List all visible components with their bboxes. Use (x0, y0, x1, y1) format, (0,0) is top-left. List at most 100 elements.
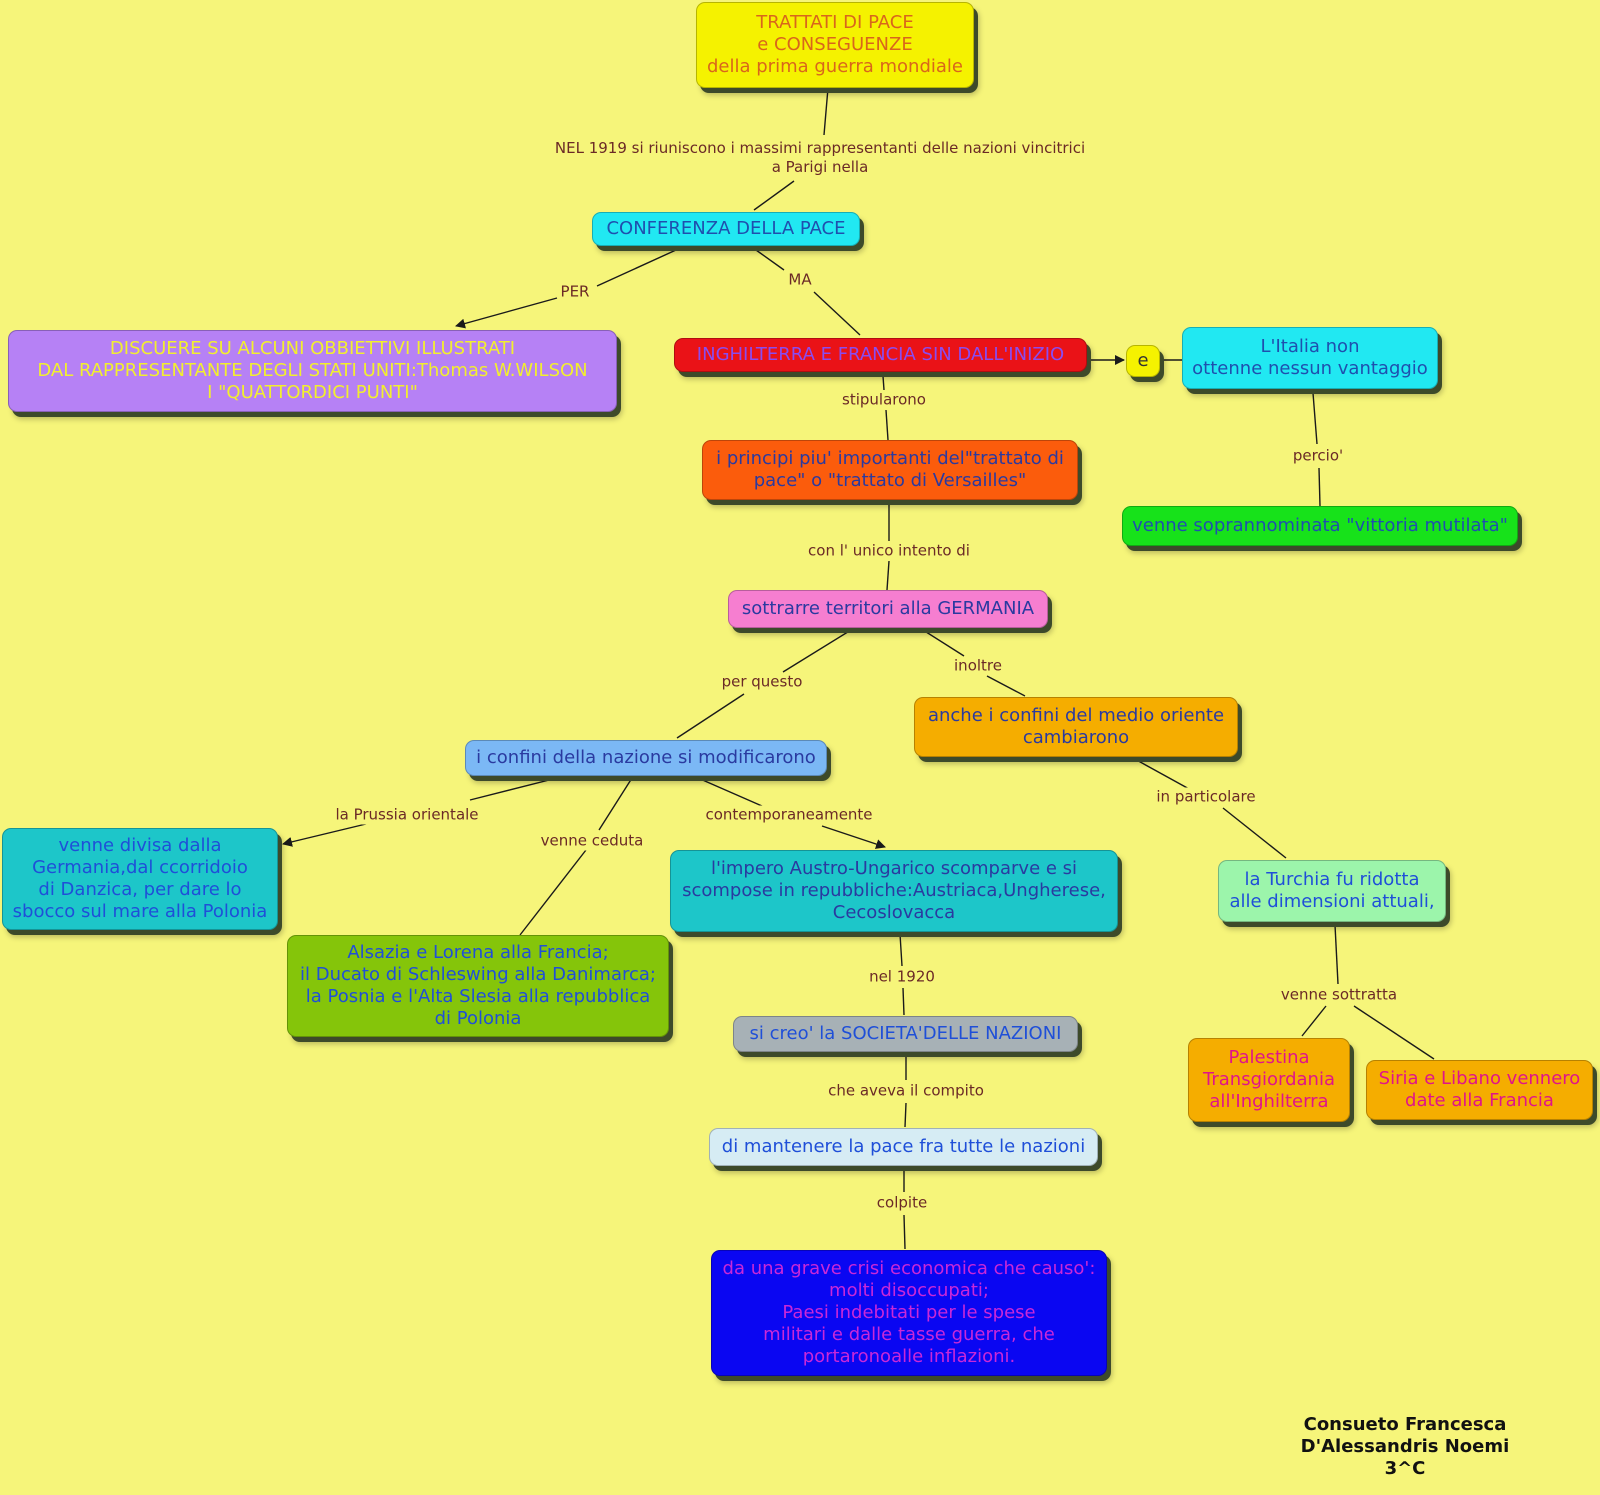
link-confini-ceduta (598, 777, 633, 831)
link-label-line: PER (560, 282, 590, 301)
link-label-line: inoltre (954, 656, 1002, 675)
node-text-line: L'Italia non (1260, 336, 1360, 357)
link-perquesto-confini (676, 693, 745, 739)
node-text-line: militari e dalle tasse guerra, che (763, 1324, 1055, 1345)
label-ceduta: venne ceduta (538, 831, 646, 851)
node-inghilterra[interactable]: INGHILTERRA E FRANCIA SIN DALL'INIZIO (674, 338, 1087, 372)
node-text-line: Siria e Libano vennero (1378, 1068, 1581, 1089)
link-sottratta-siria (1353, 1005, 1435, 1060)
node-text-line: date alla Francia (1405, 1090, 1554, 1111)
credits-line: Consueto Francesca (1303, 1414, 1507, 1435)
node-text-line: venne divisa dalla (58, 835, 222, 856)
node-text-line: di Polonia (434, 1008, 522, 1029)
label-per: PER (558, 282, 592, 302)
link-sottratta-palestina (1301, 1005, 1327, 1037)
link-label-line: contemporaneamente (705, 805, 873, 824)
node-confini[interactable]: i confini della nazione si modificarono (465, 740, 827, 776)
node-alsazia[interactable]: Alsazia e Lorena alla Francia;il Ducato … (287, 935, 669, 1037)
node-text-line: la Turchia fu ridotta (1244, 869, 1420, 890)
node-text-line: di mantenere la pace fra tutte le nazion… (721, 1136, 1086, 1157)
link-ma-inghilterra (813, 291, 861, 336)
node-crisi[interactable]: da una grave crisi economica che causo':… (711, 1250, 1107, 1376)
node-e[interactable]: e (1126, 345, 1160, 377)
node-text-line: scompose in repubbliche:Austriaca,Ungher… (682, 880, 1106, 901)
link-conferenza-ma (755, 249, 785, 271)
node-text-line: INGHILTERRA E FRANCIA SIN DALL'INIZIO (696, 344, 1065, 365)
link-label-line: che aveva il compito (828, 1081, 984, 1100)
link-conferenza-per (596, 249, 677, 287)
node-mantenere[interactable]: di mantenere la pace fra tutte le nazion… (709, 1128, 1098, 1166)
label-percio: percio' (1290, 446, 1346, 466)
node-text-line: l'impero Austro-Ungarico scomparve e si (710, 858, 1078, 879)
node-principi[interactable]: i principi piu' importanti del"trattato … (702, 440, 1078, 500)
link-medio-particolare (1132, 757, 1192, 791)
node-text-line: venne soprannominata "vittoria mutilata" (1132, 515, 1508, 536)
link-sottrarre-perquesto (782, 629, 852, 673)
node-text-line: DISCUERE SU ALCUNI OBBIETTIVI ILLUSTRATI (109, 338, 516, 359)
label-colpite: colpite (874, 1193, 930, 1213)
node-text-line: portaronoalle inflazioni. (802, 1346, 1016, 1367)
node-text-line: Palestina (1228, 1047, 1310, 1068)
node-text-line: TRATTATI DI PACE (756, 12, 914, 33)
node-text-line: Alsazia e Lorena alla Francia; (347, 942, 609, 963)
node-text-line: ottenne nessun vantaggio (1192, 358, 1428, 379)
link-label-conferenza (753, 180, 795, 211)
node-text-line: all'Inghilterra (1209, 1091, 1329, 1112)
node-text-line: cambiarono (1022, 727, 1130, 748)
link-inghilterra-stipularono (882, 375, 885, 391)
link-label-line: NEL 1919 si riuniscono i massimi rappres… (554, 139, 1086, 157)
label-compito: che aveva il compito (826, 1081, 986, 1101)
link-label-line: in particolare (1156, 787, 1256, 806)
label-particolare: in particolare (1154, 787, 1258, 807)
label-inoltre: inoltre (952, 656, 1004, 676)
link-ceduta-alsazia (519, 849, 587, 936)
credits-line: D'Alessandris Noemi (1300, 1436, 1510, 1457)
node-text-line: la Posnia e l'Alta Slesia alla repubblic… (305, 986, 651, 1007)
node-text-line: i confini della nazione si modificarono (476, 747, 816, 768)
link-contemp-impero (821, 825, 886, 849)
node-sottrarre[interactable]: sottrarre territori alla GERMANIA (728, 590, 1048, 628)
link-particolare-turchia (1222, 807, 1287, 859)
link-label-line: nel 1920 (869, 967, 935, 986)
node-text-line: il Ducato di Schleswing alla Danimarca; (300, 964, 656, 985)
link-italia-percio (1312, 392, 1318, 445)
node-vittoria[interactable]: venne soprannominata "vittoria mutilata" (1122, 506, 1518, 546)
link-stipularono-principi (885, 409, 889, 441)
label-ma: MA (786, 270, 814, 290)
link-confini-prussia (469, 777, 558, 801)
node-text-line: sottrarre territori alla GERMANIA (741, 598, 1035, 619)
node-societa[interactable]: si creo' la SOCIETA'DELLE NAZIONI (733, 1016, 1078, 1052)
link-impero-nel1920 (899, 933, 903, 967)
node-discuere[interactable]: DISCUERE SU ALCUNI OBBIETTIVI ILLUSTRATI… (8, 330, 617, 412)
link-label-line: stipularono (842, 390, 926, 409)
node-text-line: Germania,dal ccorridoio (32, 857, 248, 878)
link-confini-contemp (697, 777, 763, 807)
node-text-line: i principi piu' importanti del"trattato … (716, 448, 1064, 469)
node-text-line: Paesi indebitati per le spese (782, 1302, 1036, 1323)
link-label-line: per questo (721, 672, 803, 691)
link-label-line: MA (788, 270, 812, 289)
label-sottratta: venne sottratta (1278, 985, 1400, 1005)
link-intento-sottrarre (886, 560, 890, 591)
node-text-line: si creo' la SOCIETA'DELLE NAZIONI (749, 1023, 1062, 1044)
node-conferenza[interactable]: CONFERENZA DELLA PACE (592, 212, 860, 246)
link-label-line: con l' unico intento di (808, 541, 970, 560)
link-inoltre-medio (986, 675, 1026, 697)
label-nel1919: NEL 1919 si riuniscono i massimi rappres… (552, 139, 1088, 177)
node-text-line: di Danzica, per dare lo (38, 879, 242, 900)
node-text-line: pace" o "trattato di Versailles" (753, 470, 1027, 491)
link-per-discuere (455, 297, 558, 329)
link-title-label (823, 87, 829, 136)
node-text-line: I "QUATTORDICI PUNTI" (207, 382, 418, 403)
link-label-line: percio' (1292, 446, 1344, 465)
credits: Consueto Francesca D'Alessandris Noemi 3… (1290, 1414, 1520, 1480)
